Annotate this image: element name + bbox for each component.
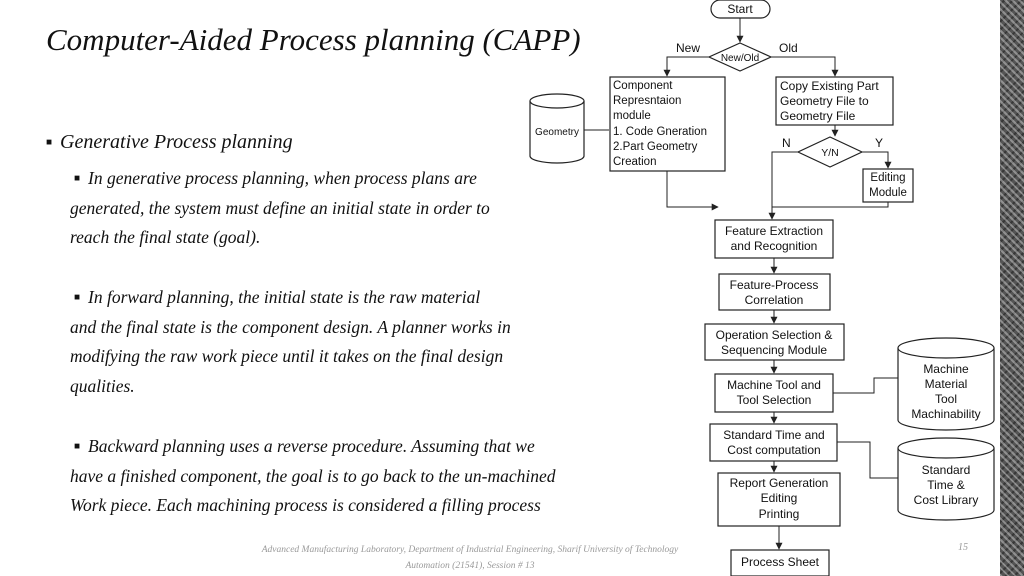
svg-text:Time &: Time & xyxy=(927,478,965,492)
svg-text:2.Part Geometry: 2.Part Geometry xyxy=(613,141,698,153)
paragraph-line: reach the final state (goal). xyxy=(70,227,261,247)
svg-text:Geometry File to: Geometry File to xyxy=(780,94,869,108)
flow-feature-extraction: Feature Extraction and Recognition xyxy=(714,219,834,259)
svg-text:Y/N: Y/N xyxy=(821,147,839,159)
bullet-generative-text: Generative Process planning xyxy=(60,131,293,153)
svg-text:Tool: Tool xyxy=(935,392,957,406)
svg-text:Creation: Creation xyxy=(613,156,656,168)
slide-title: Computer-Aided Process planning (CAPP) xyxy=(46,22,581,57)
svg-text:Geometry: Geometry xyxy=(535,127,579,138)
svg-text:and Recognition: and Recognition xyxy=(731,239,818,253)
svg-text:Sequencing Module: Sequencing Module xyxy=(721,343,827,357)
flow-report-generation: Report Generation Editing Printing xyxy=(717,472,841,527)
page-number: 15 xyxy=(958,542,968,553)
svg-text:Cost computation: Cost computation xyxy=(727,443,820,457)
paragraph-line: modifying the raw work piece until it ta… xyxy=(70,346,504,366)
svg-text:Copy Existing Part: Copy Existing Part xyxy=(780,79,879,93)
paragraph-line: Backward planning uses a reverse procedu… xyxy=(88,436,535,456)
svg-text:Operation Selection &: Operation Selection & xyxy=(716,328,833,342)
svg-text:Correlation: Correlation xyxy=(745,293,804,307)
paragraph-forward: ■ In forward planning, the initial state … xyxy=(70,283,710,401)
svg-text:Start: Start xyxy=(727,2,753,16)
svg-text:New/Old: New/Old xyxy=(721,53,759,64)
paragraph-line: In generative process planning, when pro… xyxy=(88,168,477,188)
decorative-side-stripe xyxy=(1000,0,1024,576)
svg-text:Report Generation: Report Generation xyxy=(730,476,829,490)
paragraph-line: In forward planning, the initial state i… xyxy=(88,287,481,307)
svg-text:Feature Extraction: Feature Extraction xyxy=(725,224,823,238)
svg-text:Material: Material xyxy=(925,377,968,391)
machine-database: Machine Material Tool Machinability xyxy=(897,337,995,431)
flow-editing-module: Editing Module xyxy=(862,168,914,203)
footer: Advanced Manufacturing Laboratory, Depar… xyxy=(200,542,740,574)
svg-text:Printing: Printing xyxy=(759,507,800,521)
flow-machine-tool-selection: Machine Tool and Tool Selection xyxy=(714,373,834,413)
geometry-database: Geometry xyxy=(529,93,585,164)
svg-text:Standard Time and: Standard Time and xyxy=(723,428,824,442)
svg-text:Editing: Editing xyxy=(761,491,798,505)
paragraph-line: and the final state is the component des… xyxy=(70,316,511,337)
svg-text:Tool Selection: Tool Selection xyxy=(737,393,812,407)
flow-decision-y-n: Y/N xyxy=(796,136,864,168)
paragraph-line: qualities. xyxy=(70,375,135,396)
paragraph-line: Work piece. Each machining process is co… xyxy=(70,495,541,515)
svg-text:1. Code Gneration: 1. Code Gneration xyxy=(613,126,707,138)
bullet-square-icon: ■ xyxy=(74,441,81,452)
bullet-square-icon: ■ xyxy=(74,292,81,303)
capp-flowchart: Start New/Old New Old Geometry Component… xyxy=(529,0,995,576)
paragraph-backward: ■ Backward planning uses a reverse proced… xyxy=(70,432,710,521)
svg-text:Machine Tool and: Machine Tool and xyxy=(727,378,821,392)
label-old: Old xyxy=(779,41,798,55)
bullet-generative: ■ Generative Process planning xyxy=(46,131,293,154)
svg-text:Standard: Standard xyxy=(922,463,971,477)
svg-text:Machinability: Machinability xyxy=(911,407,980,421)
svg-text:Process Sheet: Process Sheet xyxy=(741,555,820,569)
bullet-square-icon: ■ xyxy=(46,137,53,148)
flow-feature-process: Feature-Process Correlation xyxy=(718,273,831,311)
svg-text:module: module xyxy=(613,110,651,122)
footer-line-1: Advanced Manufacturing Laboratory, Depar… xyxy=(261,545,679,555)
footer-line-2: Automation (21541), Session # 13 xyxy=(405,561,535,571)
flow-process-sheet: Process Sheet xyxy=(730,549,830,576)
paragraph-line: have a finished component, the goal is t… xyxy=(70,465,556,486)
svg-text:Machine: Machine xyxy=(923,362,969,376)
svg-text:Editing: Editing xyxy=(870,172,905,184)
svg-text:Cost Library: Cost Library xyxy=(914,493,979,507)
svg-text:Module: Module xyxy=(869,187,907,199)
label-n: N xyxy=(782,136,791,150)
bullet-square-icon: ■ xyxy=(74,173,81,184)
flow-standard-time: Standard Time and Cost computation xyxy=(709,423,838,462)
svg-text:Geometry File: Geometry File xyxy=(780,109,856,123)
flow-decision-new-old: New/Old xyxy=(707,42,773,72)
svg-text:Represntaion: Represntaion xyxy=(613,95,681,107)
standard-cost-database: Standard Time & Cost Library xyxy=(897,437,995,521)
svg-text:Component: Component xyxy=(613,80,673,92)
flow-start: Start xyxy=(710,0,771,19)
flow-operation-selection: Operation Selection & Sequencing Module xyxy=(704,323,845,361)
svg-text:Feature-Process: Feature-Process xyxy=(730,278,819,292)
paragraph-generative: ■ In generative process planning, when pr… xyxy=(70,164,710,253)
label-new: New xyxy=(676,41,700,55)
paragraph-line: generated, the system must define an ini… xyxy=(70,197,490,218)
label-y: Y xyxy=(875,136,883,150)
flow-copy-existing: Copy Existing Part Geometry File to Geom… xyxy=(775,76,894,126)
flow-component-module: Component Represntaion module 1. Code Gn… xyxy=(609,76,726,172)
